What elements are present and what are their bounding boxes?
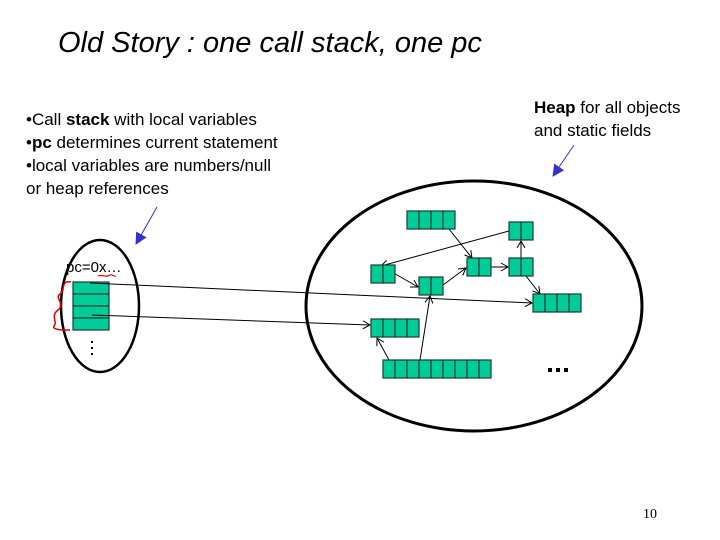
heap-reference: [419, 295, 434, 361]
note-line-4: or heap references: [26, 179, 169, 198]
note-line-1: •Call stack with local variables: [26, 110, 257, 129]
object-field: [478, 257, 492, 277]
object-field: [568, 293, 582, 313]
object-field: [520, 257, 534, 277]
object-field: [430, 359, 444, 379]
page-number: 10: [643, 507, 657, 522]
object-field: [478, 359, 492, 379]
object-field: [406, 210, 420, 230]
pc-label: pc=0x…: [66, 259, 122, 276]
object-field: [442, 210, 456, 230]
stack-frames: [72, 281, 110, 331]
object-field: [532, 293, 546, 313]
stack-frame: [72, 293, 110, 307]
stack-more-indicator: [91, 341, 93, 355]
heap-reference: [525, 275, 541, 295]
heap-more-indicator: [548, 368, 568, 372]
object-field: [418, 276, 432, 296]
stack-reference-1: [89, 282, 534, 308]
pc-squiggle-bracket: [53, 281, 72, 331]
stack-frame: [72, 305, 110, 319]
heap-objects: [370, 210, 582, 379]
heap-object: [508, 257, 534, 277]
object-field: [394, 359, 408, 379]
object-field: [442, 359, 456, 379]
object-field: [466, 359, 480, 379]
heap-region: [304, 179, 644, 433]
object-field: [454, 359, 468, 379]
object-field: [418, 359, 432, 379]
object-field: [382, 359, 396, 379]
object-field: [508, 257, 522, 277]
heap-references: [376, 228, 541, 361]
heap-reference: [442, 267, 467, 286]
heap-reference: [448, 228, 473, 259]
heap-note-line-1: Heap for all objects: [534, 98, 681, 117]
heap-note-line-2: and static fields: [534, 121, 652, 140]
object-field: [406, 318, 420, 338]
heap-object: [508, 221, 534, 241]
stack-frame: [72, 317, 110, 331]
heap-object: [532, 293, 582, 313]
object-field: [394, 318, 408, 338]
slide-title: Old Story : one call stack, one pc: [58, 27, 482, 59]
object-field: [544, 293, 558, 313]
stack-reference-2: [91, 314, 372, 330]
heap-object: [370, 318, 420, 338]
heap-reference: [376, 337, 390, 361]
note-line-3: •local variables are numbers/null: [26, 156, 272, 175]
object-field: [466, 257, 480, 277]
object-field: [418, 210, 432, 230]
pc-underline: [97, 274, 117, 277]
heap-object: [418, 276, 444, 296]
heap-object: [466, 257, 492, 277]
note-line-2: •pc determines current statement: [26, 133, 278, 152]
heap-object: [370, 264, 396, 284]
stack-notes: •Call stack with local variables •pc det…: [26, 108, 278, 200]
heap-object: [382, 359, 492, 379]
object-field: [508, 221, 522, 241]
object-field: [430, 210, 444, 230]
object-field: [382, 264, 396, 284]
object-field: [370, 264, 384, 284]
heap-notes: Heap for all objects and static fields: [534, 96, 680, 142]
heap-object: [406, 210, 456, 230]
heap-reference: [380, 230, 510, 269]
object-field: [556, 293, 570, 313]
heap-annotation-arrow: [552, 144, 575, 177]
object-field: [430, 276, 444, 296]
object-field: [370, 318, 384, 338]
stack-annotation-arrow: [135, 206, 158, 245]
object-field: [520, 221, 534, 241]
object-field: [382, 318, 396, 338]
object-field: [406, 359, 420, 379]
